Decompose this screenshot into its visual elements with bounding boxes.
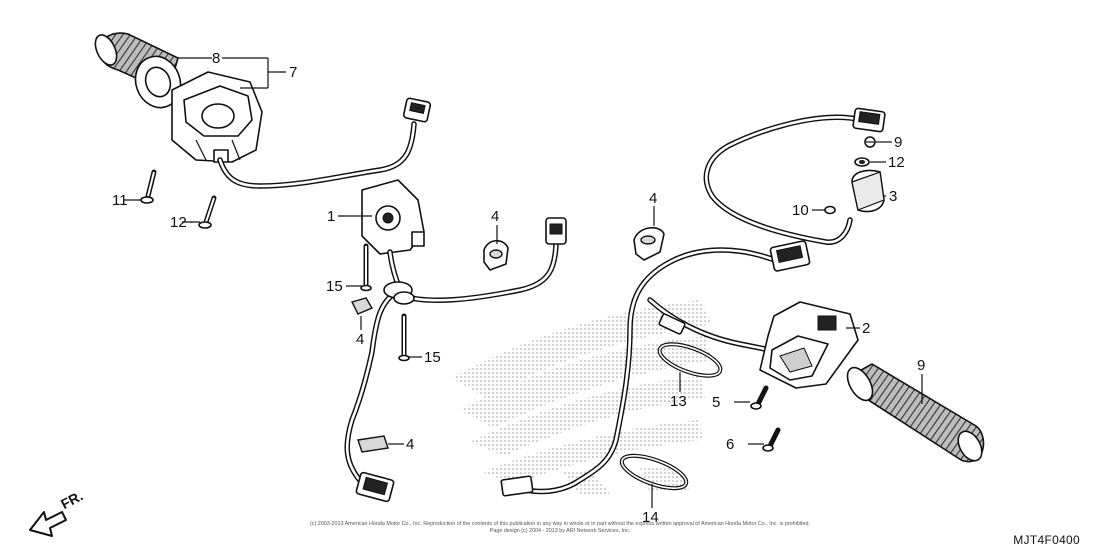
lower-left-connector (355, 471, 395, 503)
copyright-line-1: (c) 2003-2013 American Honda Motor Co., … (309, 521, 811, 527)
callout-4-left: 4 (356, 331, 364, 348)
callout-11: 12 (888, 154, 905, 171)
ignition-switch-1 (361, 179, 425, 255)
callout-2: 2 (862, 320, 870, 337)
callout-3: 3 (889, 188, 897, 205)
right-harness-connector (769, 240, 811, 272)
callout-numbers: 8 7 11 12 1 15 4 15 4 4 4 9 12 10 3 2 9 … (112, 50, 925, 526)
screw-14 (398, 313, 410, 362)
callout-1: 1 (327, 208, 335, 225)
right-switch-housing (759, 301, 859, 389)
front-direction-arrow (29, 511, 67, 537)
wing-watermark (452, 300, 712, 494)
callout-9-lower: 12 (170, 214, 187, 231)
right-grip (846, 363, 985, 463)
screw-13 (360, 243, 372, 292)
callout-4-center-right: 4 (649, 190, 657, 207)
screw-15-upper (750, 385, 769, 410)
screw-9-lower (198, 195, 217, 229)
callout-6: 8 (212, 50, 220, 67)
callout-13: 15 (326, 278, 343, 295)
callout-14: 15 (424, 349, 441, 366)
center-connector (545, 217, 567, 245)
copyright-line-2: Page design (c) 2004 - 2013 by ARI Netwo… (489, 527, 631, 534)
callout-12-lower: 14 (642, 509, 659, 526)
screw-15-lower (762, 427, 781, 452)
callout-5: 7 (289, 64, 297, 81)
upper-right-connector (852, 107, 886, 133)
clip-4-center-right (633, 227, 665, 261)
callout-8: 9 (894, 134, 902, 151)
callout-9-upper: 11 (112, 192, 128, 209)
clip-4-center-left (483, 239, 509, 271)
leader-lines (124, 57, 923, 508)
left-switch-housing (171, 71, 263, 163)
switch-3 (851, 169, 885, 213)
left-grip (94, 32, 182, 109)
bottom-connector (500, 475, 534, 497)
callout-15-upper: 5 (712, 394, 720, 411)
screw-9-upper (140, 169, 157, 204)
washer-11 (854, 157, 870, 167)
copyright-notice: (c) 2003-2013 American Honda Motor Co., … (300, 521, 820, 534)
diagram-reference-code: MJT4F0400 (1013, 533, 1080, 547)
callout-15-lower: 6 (726, 436, 734, 453)
nut-10 (824, 205, 836, 215)
clip-4-lower (357, 435, 389, 453)
callout-7: 9 (917, 357, 925, 374)
callout-10: 10 (792, 202, 809, 219)
callout-4-center-left: 4 (491, 208, 499, 225)
band-12-lower (619, 453, 689, 491)
screw-8 (864, 136, 876, 148)
callout-12-upper: 13 (670, 393, 687, 410)
left-harness-connector (402, 97, 432, 123)
clip-4-left (350, 297, 374, 315)
callout-4-lower: 4 (406, 436, 414, 453)
band-12-upper (657, 342, 723, 378)
